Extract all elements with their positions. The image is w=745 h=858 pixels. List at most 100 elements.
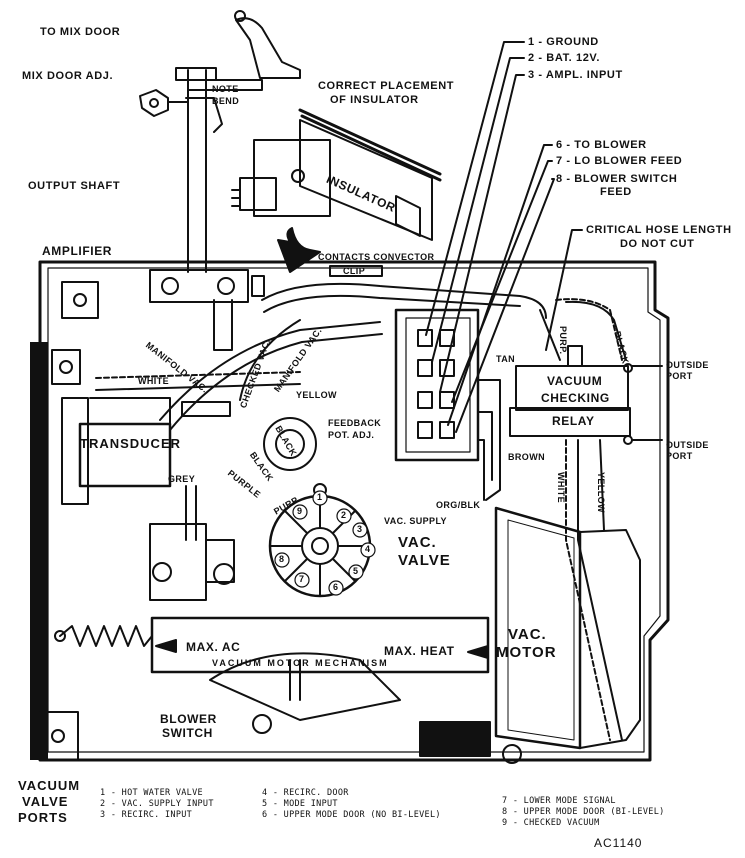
hose-checked xyxy=(239,319,301,401)
label-vac-valve-2: VALVE xyxy=(398,552,451,569)
label-correct-placement-2: OF INSULATOR xyxy=(330,94,419,106)
label-max-ac: MAX. AC xyxy=(186,640,241,654)
leader-lo-blower xyxy=(451,160,553,403)
label-terminal-8-feed: FEED xyxy=(600,186,632,198)
port-number-7: 7 xyxy=(299,574,305,584)
label-terminal-2: 2 - BAT. 12V. xyxy=(528,52,600,64)
hose-tan xyxy=(477,379,501,501)
vacuum-motor-mechanism xyxy=(150,616,490,674)
port-8 xyxy=(274,552,290,568)
mix-door-arm xyxy=(235,17,301,79)
legend-item-2: 2 - VAC. SUPPLY INPUT xyxy=(100,799,214,809)
output-shaft xyxy=(187,69,207,273)
label-purp-relay: PURP. xyxy=(558,326,568,355)
legend-item-1: 1 - HOT WATER VALVE xyxy=(100,788,203,798)
label-org-blk: ORG/BLK xyxy=(436,500,481,510)
port-number-8: 8 xyxy=(279,554,285,564)
figure-code: AC1140 xyxy=(594,836,643,850)
label-grey: GREY xyxy=(168,474,196,484)
port-3 xyxy=(352,522,368,538)
port-1 xyxy=(312,490,328,506)
blower-switch-body xyxy=(209,652,401,721)
mix-door-adj-nut xyxy=(139,89,169,117)
label-vacuum-motor-mechanism: VACUUM MOTOR MECHANISM xyxy=(212,658,389,668)
label-relay-vacuum: VACUUM xyxy=(547,374,603,388)
label-critical-hose-1: CRITICAL HOSE LENGTH xyxy=(586,224,732,236)
label-terminal-7: 7 - LO BLOWER FEED xyxy=(556,155,683,167)
port-number-1: 1 xyxy=(317,492,323,502)
legend-title-3: PORTS xyxy=(18,810,68,825)
hose-white xyxy=(565,439,611,741)
base-plate xyxy=(38,260,670,762)
label-vac-valve-1: VAC. xyxy=(398,534,437,551)
label-mix-door-adj: MIX DOOR ADJ. xyxy=(22,70,114,82)
port-number-3: 3 xyxy=(357,524,363,534)
leader-critical-hose xyxy=(545,229,583,351)
label-brown: BROWN xyxy=(508,452,545,462)
amplifier-board xyxy=(149,269,249,303)
port-4 xyxy=(360,542,376,558)
label-output-shaft: OUTPUT SHAFT xyxy=(28,180,121,192)
label-outside-port-top-2: PORT xyxy=(666,371,693,381)
label-vac-motor-2: MOTOR xyxy=(496,644,557,661)
legend-item-6: 6 - UPPER MODE DOOR (NO BI-LEVEL) xyxy=(262,810,441,820)
label-feedback-1: FEEDBACK xyxy=(328,418,382,428)
feedback-pot-gear xyxy=(263,417,317,471)
hose-brown xyxy=(477,411,493,481)
leader-ampl xyxy=(439,74,525,393)
label-contacts-convector: CONTACTS CONVECTOR xyxy=(318,252,435,262)
vacuum-checking-relay xyxy=(515,365,629,411)
leader-blower-switch xyxy=(455,178,555,433)
label-transducer: TRANSDUCER xyxy=(80,436,181,451)
legend-title-2: VALVE xyxy=(22,794,69,809)
label-clip: CLIP xyxy=(343,266,366,276)
label-vac-supply: VAC. SUPPLY xyxy=(384,516,447,526)
label-note-bend-1: NOTE xyxy=(212,84,239,94)
port-number-6: 6 xyxy=(333,582,339,592)
label-relay-checking: CHECKING xyxy=(541,391,610,405)
terminal-connector xyxy=(394,308,480,462)
hose-manifold xyxy=(159,321,381,421)
label-note-bend-2: BEND xyxy=(212,96,240,106)
port-9 xyxy=(292,504,308,520)
label-critical-hose-2: DO NOT CUT xyxy=(620,238,695,250)
legend-item-9: 9 - CHECKED VACUUM xyxy=(502,818,600,828)
legend-item-3: 3 - RECIRC. INPUT xyxy=(100,810,193,820)
insertion-arrow xyxy=(277,227,321,273)
legend-title-1: VACUUM xyxy=(18,778,81,793)
port-7 xyxy=(294,572,310,588)
port-number-4: 4 xyxy=(365,544,371,554)
label-correct-placement-1: CORRECT PLACEMENT xyxy=(318,80,455,92)
legend-item-4: 4 - RECIRC. DOOR xyxy=(262,788,349,798)
label-blower-switch-1: BLOWER xyxy=(160,712,217,726)
hose-org-blk xyxy=(477,439,485,501)
label-feedback-2: POT. ADJ. xyxy=(328,430,375,440)
label-terminal-1: 1 - GROUND xyxy=(528,36,599,48)
port-number-2: 2 xyxy=(341,510,347,520)
label-white-right: WHITE xyxy=(556,472,566,503)
label-outside-port-bottom-1: OUTSIDE xyxy=(666,440,709,450)
spring xyxy=(59,625,153,647)
label-outside-port-bottom-2: PORT xyxy=(666,451,693,461)
label-relay-relay: RELAY xyxy=(552,414,595,428)
label-yellow-right: YELLOW xyxy=(596,472,606,513)
port-6 xyxy=(328,580,344,596)
legend-item-8: 8 - UPPER MODE DOOR (BI-LEVEL) xyxy=(502,807,665,817)
label-outside-port-top-1: OUTSIDE xyxy=(666,360,709,370)
port-2 xyxy=(336,508,352,524)
label-to-mix-door: TO MIX DOOR xyxy=(40,26,121,38)
port-5 xyxy=(348,564,364,580)
label-tan: TAN xyxy=(496,354,516,364)
port-number-5: 5 xyxy=(353,566,359,576)
hose-top-run xyxy=(261,282,547,319)
label-white-left: WHITE xyxy=(138,376,169,386)
label-vac-motor-1: VAC. xyxy=(508,626,547,643)
leader-ground xyxy=(425,41,525,336)
port-number-9: 9 xyxy=(297,506,303,516)
leader-bat xyxy=(431,57,525,363)
label-max-heat: MAX. HEAT xyxy=(384,644,455,658)
label-amplifier: AMPLIFIER xyxy=(42,244,113,258)
hose-black xyxy=(555,298,623,361)
